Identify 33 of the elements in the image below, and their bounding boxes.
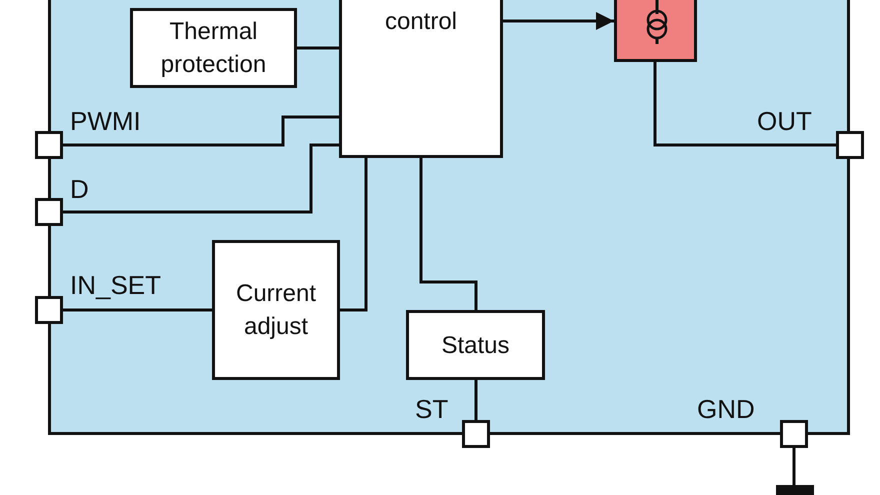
connection-line xyxy=(654,62,836,146)
pin-square xyxy=(462,420,490,448)
function-block xyxy=(406,310,545,380)
pin-label: GND xyxy=(697,394,755,424)
pin-square xyxy=(35,131,63,159)
pin-label: OUT xyxy=(757,106,812,136)
connection-line xyxy=(63,116,339,146)
pin-label: ST xyxy=(415,394,448,424)
pin-square xyxy=(780,420,808,448)
connection-line xyxy=(420,158,478,310)
chip-outline xyxy=(48,0,850,435)
arrow xyxy=(503,12,614,30)
block-label: Thermal protection xyxy=(160,17,268,80)
connection-line xyxy=(297,46,339,50)
pin-square xyxy=(35,296,63,324)
pin-label: D xyxy=(70,174,89,204)
ground-symbol xyxy=(776,485,814,495)
pin-square xyxy=(836,131,864,159)
pin-label: IN_SET xyxy=(70,270,162,300)
current-source-box xyxy=(614,0,697,62)
connection-line xyxy=(63,308,212,312)
function-block xyxy=(130,8,297,88)
pin-label: PWMI xyxy=(70,106,141,136)
block-label: control xyxy=(384,7,458,37)
connection-line xyxy=(792,448,796,485)
connection-line xyxy=(474,380,478,420)
function-block xyxy=(339,0,503,158)
pin-square xyxy=(35,198,63,226)
function-block xyxy=(212,240,340,380)
connection-line xyxy=(340,158,368,312)
connection-line xyxy=(63,144,339,214)
block-label: Status xyxy=(441,330,510,360)
block-label: Current adjust xyxy=(234,279,318,342)
